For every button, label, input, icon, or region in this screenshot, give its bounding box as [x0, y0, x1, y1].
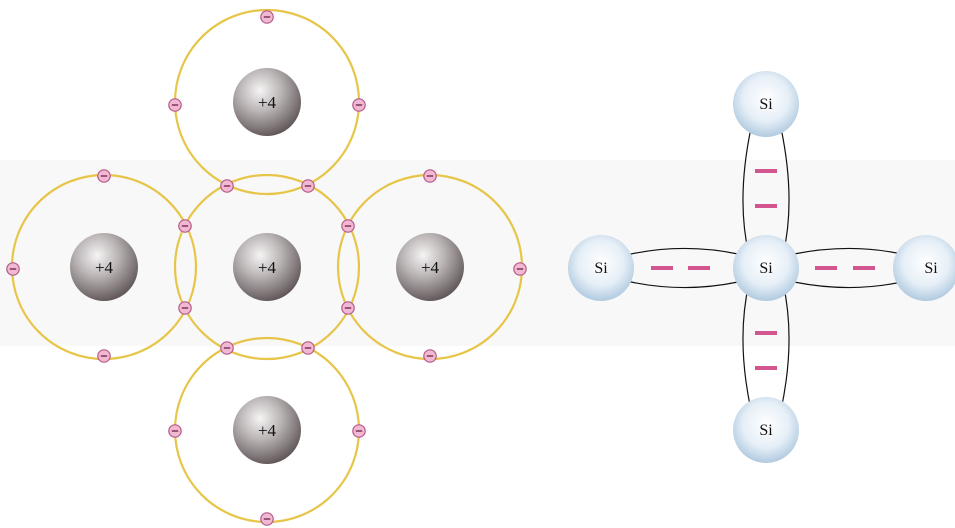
si-sphere	[893, 235, 955, 301]
electron	[423, 349, 437, 363]
bond-electron-dashes	[651, 169, 875, 370]
si-label: Si	[759, 96, 773, 113]
nucleus-charge-label: +4	[421, 258, 440, 277]
bond-dash	[755, 331, 777, 335]
si-atom-bottom: Si	[733, 397, 799, 463]
si-sphere	[733, 235, 799, 301]
nucleus-center	[233, 233, 301, 301]
nucleus-charge-label: +4	[258, 421, 277, 440]
electron	[97, 349, 111, 363]
electron	[260, 10, 274, 24]
bond-dash	[755, 204, 777, 208]
electron	[260, 512, 274, 526]
electron	[220, 341, 234, 355]
si-label: Si	[594, 260, 608, 277]
bond-dash	[688, 266, 710, 270]
si-atom-center: Si	[733, 235, 799, 301]
si-atom-right: Si	[893, 235, 955, 301]
electron	[301, 341, 315, 355]
nucleus-left	[70, 233, 138, 301]
bond-dash	[853, 266, 875, 270]
bond-dash	[651, 266, 673, 270]
si-sphere	[733, 71, 799, 137]
nucleus-charge-label: +4	[258, 258, 277, 277]
nucleus-right	[396, 233, 464, 301]
nucleus-top	[233, 68, 301, 136]
electron	[341, 301, 355, 315]
electron	[423, 169, 437, 183]
electron	[168, 98, 182, 112]
electron	[6, 262, 20, 276]
si-atom-left: Si	[568, 235, 634, 301]
si-atom-group: Si Si Si Si Si	[568, 71, 955, 463]
electron	[168, 424, 182, 438]
bond-dash	[815, 266, 837, 270]
electron	[178, 301, 192, 315]
si-sphere	[568, 235, 634, 301]
electron	[513, 262, 527, 276]
nucleus-group: +4 +4 +4 +4 +4	[70, 68, 464, 464]
electron	[352, 424, 366, 438]
background-band	[0, 160, 955, 346]
electron	[220, 179, 234, 193]
nucleus-charge-label: +4	[258, 93, 277, 112]
electron	[341, 219, 355, 233]
electron-group	[6, 10, 527, 526]
shell-model-diagram: +4 +4 +4 +4 +4	[6, 8, 527, 526]
electron	[301, 179, 315, 193]
si-label: Si	[924, 260, 938, 277]
bond-dash	[755, 169, 777, 173]
electron	[178, 219, 192, 233]
si-label: Si	[759, 260, 773, 277]
orbit-center	[173, 173, 361, 361]
electron	[352, 98, 366, 112]
si-atom-top: Si	[733, 71, 799, 137]
bond-model-diagram: Si Si Si Si Si	[568, 71, 955, 463]
bond-dash	[755, 366, 777, 370]
si-label: Si	[759, 422, 773, 439]
nucleus-bottom	[233, 396, 301, 464]
nucleus-charge-label: +4	[95, 258, 114, 277]
si-sphere	[733, 397, 799, 463]
electron	[97, 169, 111, 183]
